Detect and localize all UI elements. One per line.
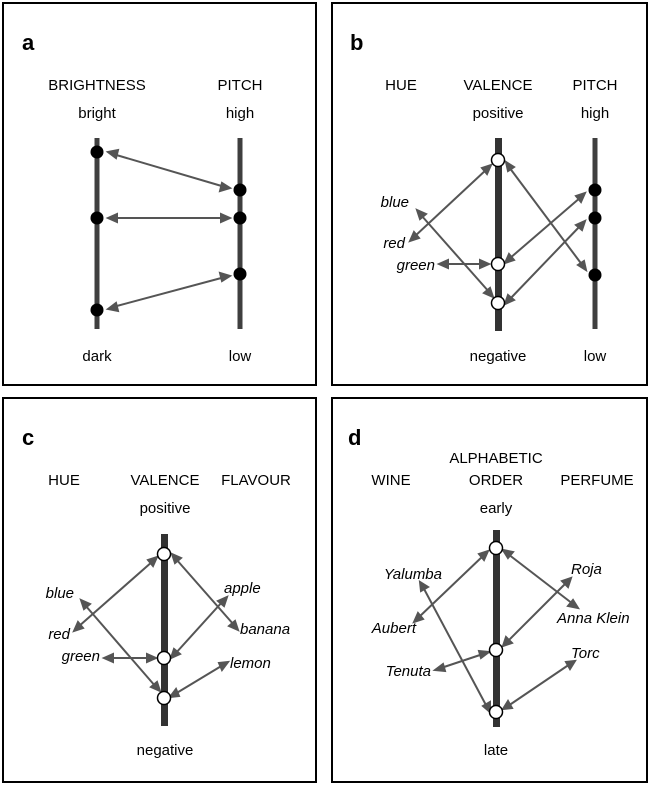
flavour-item-lemon: lemon bbox=[230, 655, 271, 672]
mapping-arrow bbox=[167, 660, 231, 699]
valence-axis bbox=[495, 138, 502, 331]
mapping-arrow bbox=[79, 598, 162, 693]
axis-bottom-label: dark bbox=[82, 348, 112, 365]
alphabetic-point bbox=[488, 704, 504, 720]
mapping-arrow bbox=[500, 548, 581, 610]
mapping-arrow bbox=[503, 219, 587, 306]
panel-d: d WINE ALPHABETIC ORDER early late PERFU… bbox=[331, 397, 648, 783]
wine-item-yalumba: Yalumba bbox=[384, 566, 442, 583]
brightness-point bbox=[90, 145, 104, 159]
pitch-point bbox=[588, 268, 602, 282]
valence-point bbox=[156, 650, 172, 666]
flavour-item-apple: apple bbox=[224, 580, 261, 597]
axis-heading-perfume: PERFUME bbox=[560, 472, 633, 489]
panel-a-diagram: a BRIGHTNESS bright dark PITCH high low bbox=[22, 30, 263, 365]
axis-heading-pitch: PITCH bbox=[573, 77, 618, 94]
axis-heading-order: ORDER bbox=[469, 472, 523, 489]
axis-bottom-label: low bbox=[229, 348, 252, 365]
panel-d-diagram: d WINE ALPHABETIC ORDER early late PERFU… bbox=[348, 425, 634, 759]
alphabetic-axis bbox=[493, 530, 500, 727]
mapping-arrow bbox=[408, 163, 493, 243]
axis-bottom-label: low bbox=[584, 348, 607, 365]
mapping-arrow bbox=[415, 208, 495, 299]
valence-point bbox=[156, 546, 172, 562]
panel-letter: d bbox=[348, 425, 361, 450]
panel-letter: c bbox=[22, 425, 34, 450]
hue-item-green: green bbox=[62, 648, 100, 665]
pitch-point bbox=[588, 183, 602, 197]
wine-item-tenuta: Tenuta bbox=[386, 663, 431, 680]
flavour-item-banana: banana bbox=[240, 621, 290, 638]
hue-item-blue: blue bbox=[46, 585, 74, 602]
axis-top-label: high bbox=[226, 105, 254, 122]
valence-axis bbox=[161, 534, 168, 726]
hue-item-green: green bbox=[397, 257, 435, 274]
axis-heading-pitch: PITCH bbox=[218, 77, 263, 94]
hue-item-blue: blue bbox=[381, 194, 409, 211]
mapping-arrow bbox=[169, 595, 229, 660]
alphabetic-point bbox=[488, 540, 504, 556]
pitch-point bbox=[233, 267, 247, 281]
axis-heading-brightness: BRIGHTNESS bbox=[48, 77, 146, 94]
axis-heading-valence: VALENCE bbox=[464, 77, 533, 94]
mapping-arrow bbox=[412, 549, 490, 624]
panel-b-diagram: b HUE VALENCE positive negative PITCH hi… bbox=[350, 30, 618, 365]
brightness-point bbox=[90, 303, 104, 317]
mapping-arrow bbox=[501, 576, 573, 648]
wine-item-aubert: Aubert bbox=[371, 620, 417, 637]
mapping-arrow bbox=[170, 552, 240, 632]
mapping-arrow bbox=[72, 555, 159, 633]
axis-heading-wine: WINE bbox=[371, 472, 410, 489]
pitch-point bbox=[588, 211, 602, 225]
perfume-item-anna-klein: Anna Klein bbox=[556, 610, 630, 627]
panel-letter: b bbox=[350, 30, 363, 55]
mapping-arrow bbox=[101, 652, 159, 664]
axis-top-label: positive bbox=[140, 500, 191, 517]
valence-point bbox=[490, 256, 506, 272]
axis-top-label: positive bbox=[473, 105, 524, 122]
axis-top-label: high bbox=[581, 105, 609, 122]
mapping-arrow bbox=[105, 212, 233, 224]
mapping-arrow bbox=[432, 649, 492, 673]
hue-item-red: red bbox=[48, 626, 70, 643]
axis-heading-hue: HUE bbox=[48, 472, 80, 489]
axis-bottom-label: late bbox=[484, 742, 508, 759]
mapping-arrow bbox=[105, 148, 233, 193]
valence-point bbox=[156, 690, 172, 706]
axis-top-label: early bbox=[480, 500, 513, 517]
panel-a: a BRIGHTNESS bright dark PITCH high low bbox=[2, 2, 317, 386]
panel-letter: a bbox=[22, 30, 35, 55]
valence-point bbox=[490, 152, 506, 168]
brightness-point bbox=[90, 211, 104, 225]
mapping-arrow bbox=[501, 659, 577, 711]
alphabetic-point bbox=[488, 642, 504, 658]
pitch-point bbox=[233, 183, 247, 197]
axis-bottom-label: negative bbox=[470, 348, 527, 365]
axis-heading-valence: VALENCE bbox=[131, 472, 200, 489]
axis-heading-hue: HUE bbox=[385, 77, 417, 94]
panel-c-diagram: c HUE VALENCE positive negative FLAVOUR … bbox=[22, 425, 291, 759]
axis-bottom-label: negative bbox=[137, 742, 194, 759]
axis-heading-flavour: FLAVOUR bbox=[221, 472, 291, 489]
valence-point bbox=[490, 295, 506, 311]
pitch-point bbox=[233, 211, 247, 225]
mapping-arrow bbox=[436, 258, 492, 270]
panel-c: c HUE VALENCE positive negative FLAVOUR … bbox=[2, 397, 317, 783]
mapping-arrow bbox=[418, 580, 491, 715]
axis-top-label: bright bbox=[78, 105, 116, 122]
mapping-arrow bbox=[105, 271, 233, 313]
mapping-arrow bbox=[503, 191, 587, 265]
hue-item-red: red bbox=[383, 235, 405, 252]
perfume-item-roja: Roja bbox=[571, 561, 602, 578]
mapping-arrow bbox=[504, 159, 588, 273]
axis-heading-alphabetic: ALPHABETIC bbox=[449, 450, 543, 467]
perfume-item-torc: Torc bbox=[571, 645, 600, 662]
panel-b: b HUE VALENCE positive negative PITCH hi… bbox=[331, 2, 648, 386]
